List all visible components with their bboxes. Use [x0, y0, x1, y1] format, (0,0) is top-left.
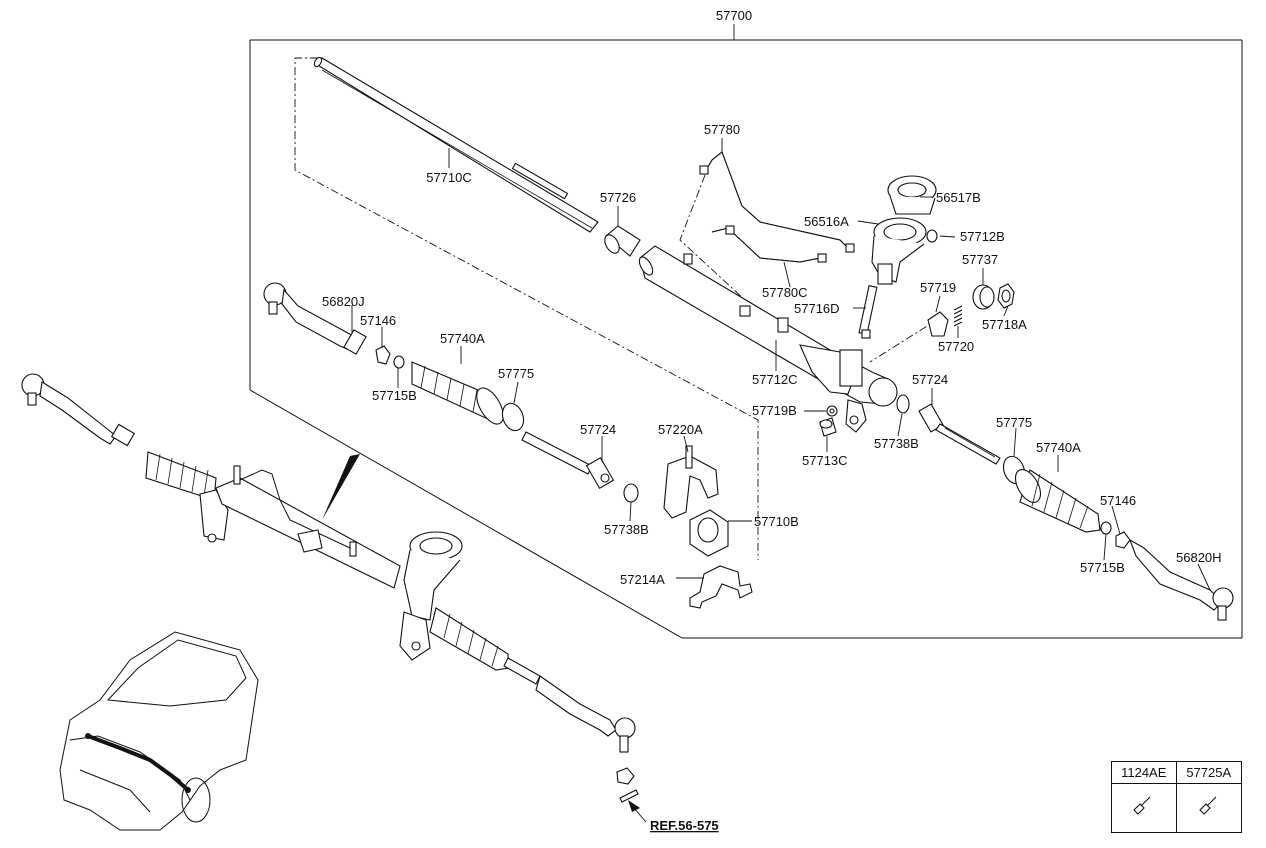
o-ring-57738B-right: [896, 394, 910, 414]
label-57716D: 57716D: [794, 301, 840, 316]
assembled-steering-gear: [21, 373, 639, 803]
tie-rod-end-left: [263, 282, 367, 355]
hydraulic-pipes: [699, 151, 855, 263]
clip-57715B-right: [1100, 521, 1112, 535]
rod-57716D: [858, 285, 878, 339]
locknut-57146-right: [1115, 531, 1131, 549]
label-56517B: 56517B: [936, 190, 981, 205]
seal-cap-56517B: [887, 175, 937, 215]
bolt-icon: [1133, 796, 1151, 815]
rack-housing: [638, 245, 898, 433]
fastener-header-2: 57725A: [1176, 762, 1241, 784]
label-57740A-left: 57740A: [440, 331, 485, 346]
label-57724-right: 57724: [912, 372, 948, 387]
o-ring-57719B: [826, 405, 838, 417]
reference-arrow: [628, 800, 647, 823]
label-57726: 57726: [600, 190, 636, 205]
assembly-number: 57700: [716, 8, 752, 23]
locknut-57718A: [997, 283, 1015, 309]
label-57775-left: 57775: [498, 366, 534, 381]
label-57146-left: 57146: [360, 313, 396, 328]
clamp-57775-left: [501, 402, 525, 432]
label-57720: 57720: [938, 339, 974, 354]
fastener-table: 1124AE 57725A: [1111, 761, 1242, 833]
label-57719B: 57719B: [752, 403, 797, 418]
rack-tube: [313, 56, 599, 233]
label-57719: 57719: [920, 280, 956, 295]
label-57715B-right: 57715B: [1080, 560, 1125, 575]
label-57146-right: 57146: [1100, 493, 1136, 508]
leader-lines: [351, 138, 1211, 591]
bracket-57220A: [663, 445, 719, 519]
label-57214A: 57214A: [620, 572, 665, 587]
fastener-cell-2: [1177, 784, 1242, 832]
label-57710B: 57710B: [754, 514, 799, 529]
tie-rod-end-right: [1128, 538, 1234, 621]
bellows-boot-left: [411, 361, 504, 425]
cap-57737: [972, 284, 995, 310]
valve-housing-56516A: [871, 217, 927, 285]
label-56516A: 56516A: [804, 214, 849, 229]
label-57712C: 57712C: [752, 372, 798, 387]
pointer-wedge: [322, 454, 360, 520]
reference-link[interactable]: REF.56-575: [650, 818, 719, 833]
clip-57715B-left: [393, 355, 405, 369]
label-56820H: 56820H: [1176, 550, 1222, 565]
label-57738B-left: 57738B: [604, 522, 649, 537]
nut-57712B: [926, 229, 938, 243]
label-57775-right: 57775: [996, 415, 1032, 430]
label-57220A: 57220A: [658, 422, 703, 437]
inner-tie-rod-right: [918, 403, 1001, 465]
label-57780C: 57780C: [762, 285, 808, 300]
label-57740A-right: 57740A: [1036, 440, 1081, 455]
label-57724-left: 57724: [580, 422, 616, 437]
label-56820J: 56820J: [322, 294, 365, 309]
inner-tie-rod-left: [521, 431, 615, 490]
label-57738B-right: 57738B: [874, 436, 919, 451]
label-57737: 57737: [962, 252, 998, 267]
vehicle-locator-inset: [59, 631, 259, 831]
label-57710C: 57710C: [426, 170, 472, 185]
label-57780: 57780: [704, 122, 740, 137]
fastener-header-1: 1124AE: [1112, 762, 1177, 784]
mount-bushing-57710B: [689, 509, 729, 557]
label-57713C: 57713C: [802, 453, 848, 468]
alignment-guides: [294, 57, 941, 560]
bellows-boot-right: [1014, 469, 1101, 533]
bushing-57713C: [819, 417, 837, 437]
locknut-57146-left: [375, 345, 391, 365]
spring-57720: [953, 305, 963, 327]
assembly-boundary: [249, 24, 1243, 639]
bushing-57726: [604, 225, 641, 257]
bolt-icon: [1199, 796, 1217, 815]
yoke-57719: [927, 311, 949, 337]
label-57718A: 57718A: [982, 317, 1027, 332]
o-ring-57738B-left: [623, 483, 639, 503]
label-57712B: 57712B: [960, 229, 1005, 244]
label-57715B-left: 57715B: [372, 388, 417, 403]
clamp-57214A: [689, 565, 753, 609]
fastener-cell-1: [1112, 784, 1177, 832]
